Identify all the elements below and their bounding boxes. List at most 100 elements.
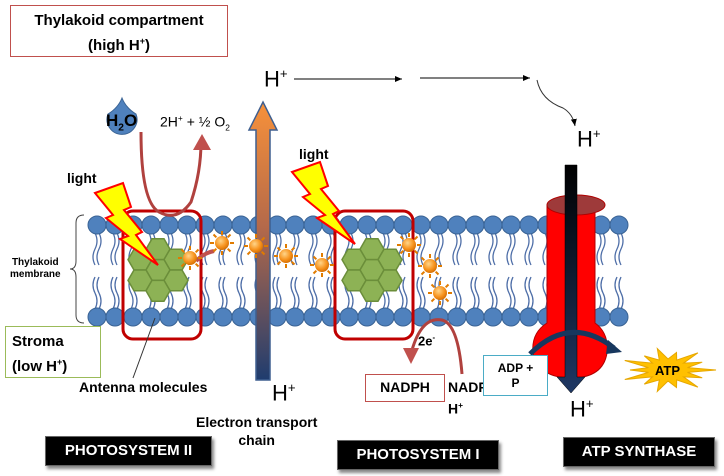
lipid-tail <box>524 232 530 266</box>
arrow-head <box>193 134 211 150</box>
adp-line1: ADP + <box>497 361 534 375</box>
lipid-tail <box>294 232 300 266</box>
lipid-head <box>447 215 467 235</box>
lipid-tail <box>420 232 426 266</box>
lipid-tail <box>96 276 102 310</box>
lipid-tail <box>92 276 98 310</box>
plus-sup: + <box>279 66 288 81</box>
sun-ray <box>430 297 436 303</box>
sun-ray <box>246 236 252 242</box>
lipid-tail <box>614 276 620 310</box>
photosystem-i-label: PHOTOSYSTEM I <box>337 440 499 470</box>
sun-ray <box>326 269 332 275</box>
water-splitting-arrow <box>139 131 203 217</box>
sun-ray <box>326 255 332 261</box>
electrons-text: 2e <box>418 333 433 349</box>
lipid-tail <box>402 276 408 310</box>
lipid-head <box>375 215 395 235</box>
sun-ray <box>413 235 419 241</box>
electron-carrier-icon <box>210 231 234 255</box>
lipid-head <box>141 307 161 327</box>
lipid-tail <box>240 276 246 310</box>
lipid-head <box>159 307 179 327</box>
electron-transfer-arrow <box>194 249 215 263</box>
lipid-tail <box>506 232 512 266</box>
plus-sup: + <box>139 36 145 46</box>
membrane-label-line2: membrane <box>10 269 61 280</box>
sun-ray <box>312 255 318 261</box>
lipid-head <box>411 215 431 235</box>
lipid-tail <box>204 232 210 266</box>
plus-sup: + <box>592 126 601 141</box>
electron-carrier-icon <box>418 254 442 278</box>
plus-sup: + <box>57 357 63 367</box>
lipid-tail <box>528 232 534 266</box>
lipid-head <box>393 215 413 235</box>
sun-ray <box>260 250 266 256</box>
lipid-head <box>465 307 485 327</box>
plus-sup: + <box>287 380 296 395</box>
lipid-head <box>159 215 179 235</box>
lipid-head <box>213 307 233 327</box>
paren: ) <box>62 358 68 375</box>
lipid-tail <box>600 232 606 266</box>
low-h-text: (low H <box>12 358 57 375</box>
h-text: H <box>570 396 586 422</box>
lipid-tail <box>474 232 480 266</box>
light-label-ps2: light <box>67 170 97 186</box>
sun-core <box>279 249 293 263</box>
lipid-tail <box>272 276 278 310</box>
h-text: H <box>577 126 593 152</box>
lipid-head <box>87 307 107 327</box>
phosphorylation-arrow <box>528 329 616 356</box>
thylakoid-compartment-label: Thylakoid compartment (high H+) <box>10 5 228 57</box>
lipid-tail <box>294 276 300 310</box>
lipid-tail <box>92 232 98 266</box>
sun-ray <box>194 262 200 268</box>
sun-ray <box>420 270 426 276</box>
lipid-tail <box>308 232 314 266</box>
sun-ray <box>434 270 440 276</box>
lipid-head <box>609 215 629 235</box>
lipid-head <box>177 215 197 235</box>
lipid-tail <box>596 276 602 310</box>
lipid-head <box>483 215 503 235</box>
lipid-tail <box>492 232 498 266</box>
lipid-head <box>285 307 305 327</box>
lipid-tail <box>96 232 102 266</box>
lipid-tail <box>276 276 282 310</box>
lipid-tail <box>326 232 332 266</box>
lipid-tail <box>600 276 606 310</box>
lipid-head <box>231 215 251 235</box>
sun-ray <box>420 256 426 262</box>
plus-sup: + <box>458 400 464 410</box>
sun-ray <box>434 256 440 262</box>
electron-carrier-icon <box>274 244 298 268</box>
sun-ray <box>290 246 296 252</box>
lipid-tail <box>218 276 224 310</box>
lipid-tail <box>452 276 458 310</box>
lipid-head <box>231 307 251 327</box>
stroma-label: Stroma (low H+) <box>5 326 101 378</box>
sun-core <box>215 236 229 250</box>
lipid-head <box>519 215 539 235</box>
lipid-tail <box>312 276 318 310</box>
sun-ray <box>212 247 218 253</box>
sun-ray <box>246 250 252 256</box>
lipid-head <box>519 307 539 327</box>
lipid-tail <box>204 276 210 310</box>
lipid-tail <box>510 276 516 310</box>
photosystem-i-frame <box>333 209 415 341</box>
lipid-head <box>483 307 503 327</box>
adp-p-box: ADP + P <box>483 355 548 396</box>
lipid-tail <box>416 276 422 310</box>
sun-ray <box>226 233 232 239</box>
lipid-tail <box>308 276 314 310</box>
sun-ray <box>413 249 419 255</box>
lipid-head <box>465 215 485 235</box>
lipid-tail <box>110 276 116 310</box>
lipid-head <box>123 307 143 327</box>
photosystem-ii-label: PHOTOSYSTEM II <box>45 436 212 466</box>
lipid-tail <box>618 232 624 266</box>
arrow-head <box>403 348 419 364</box>
